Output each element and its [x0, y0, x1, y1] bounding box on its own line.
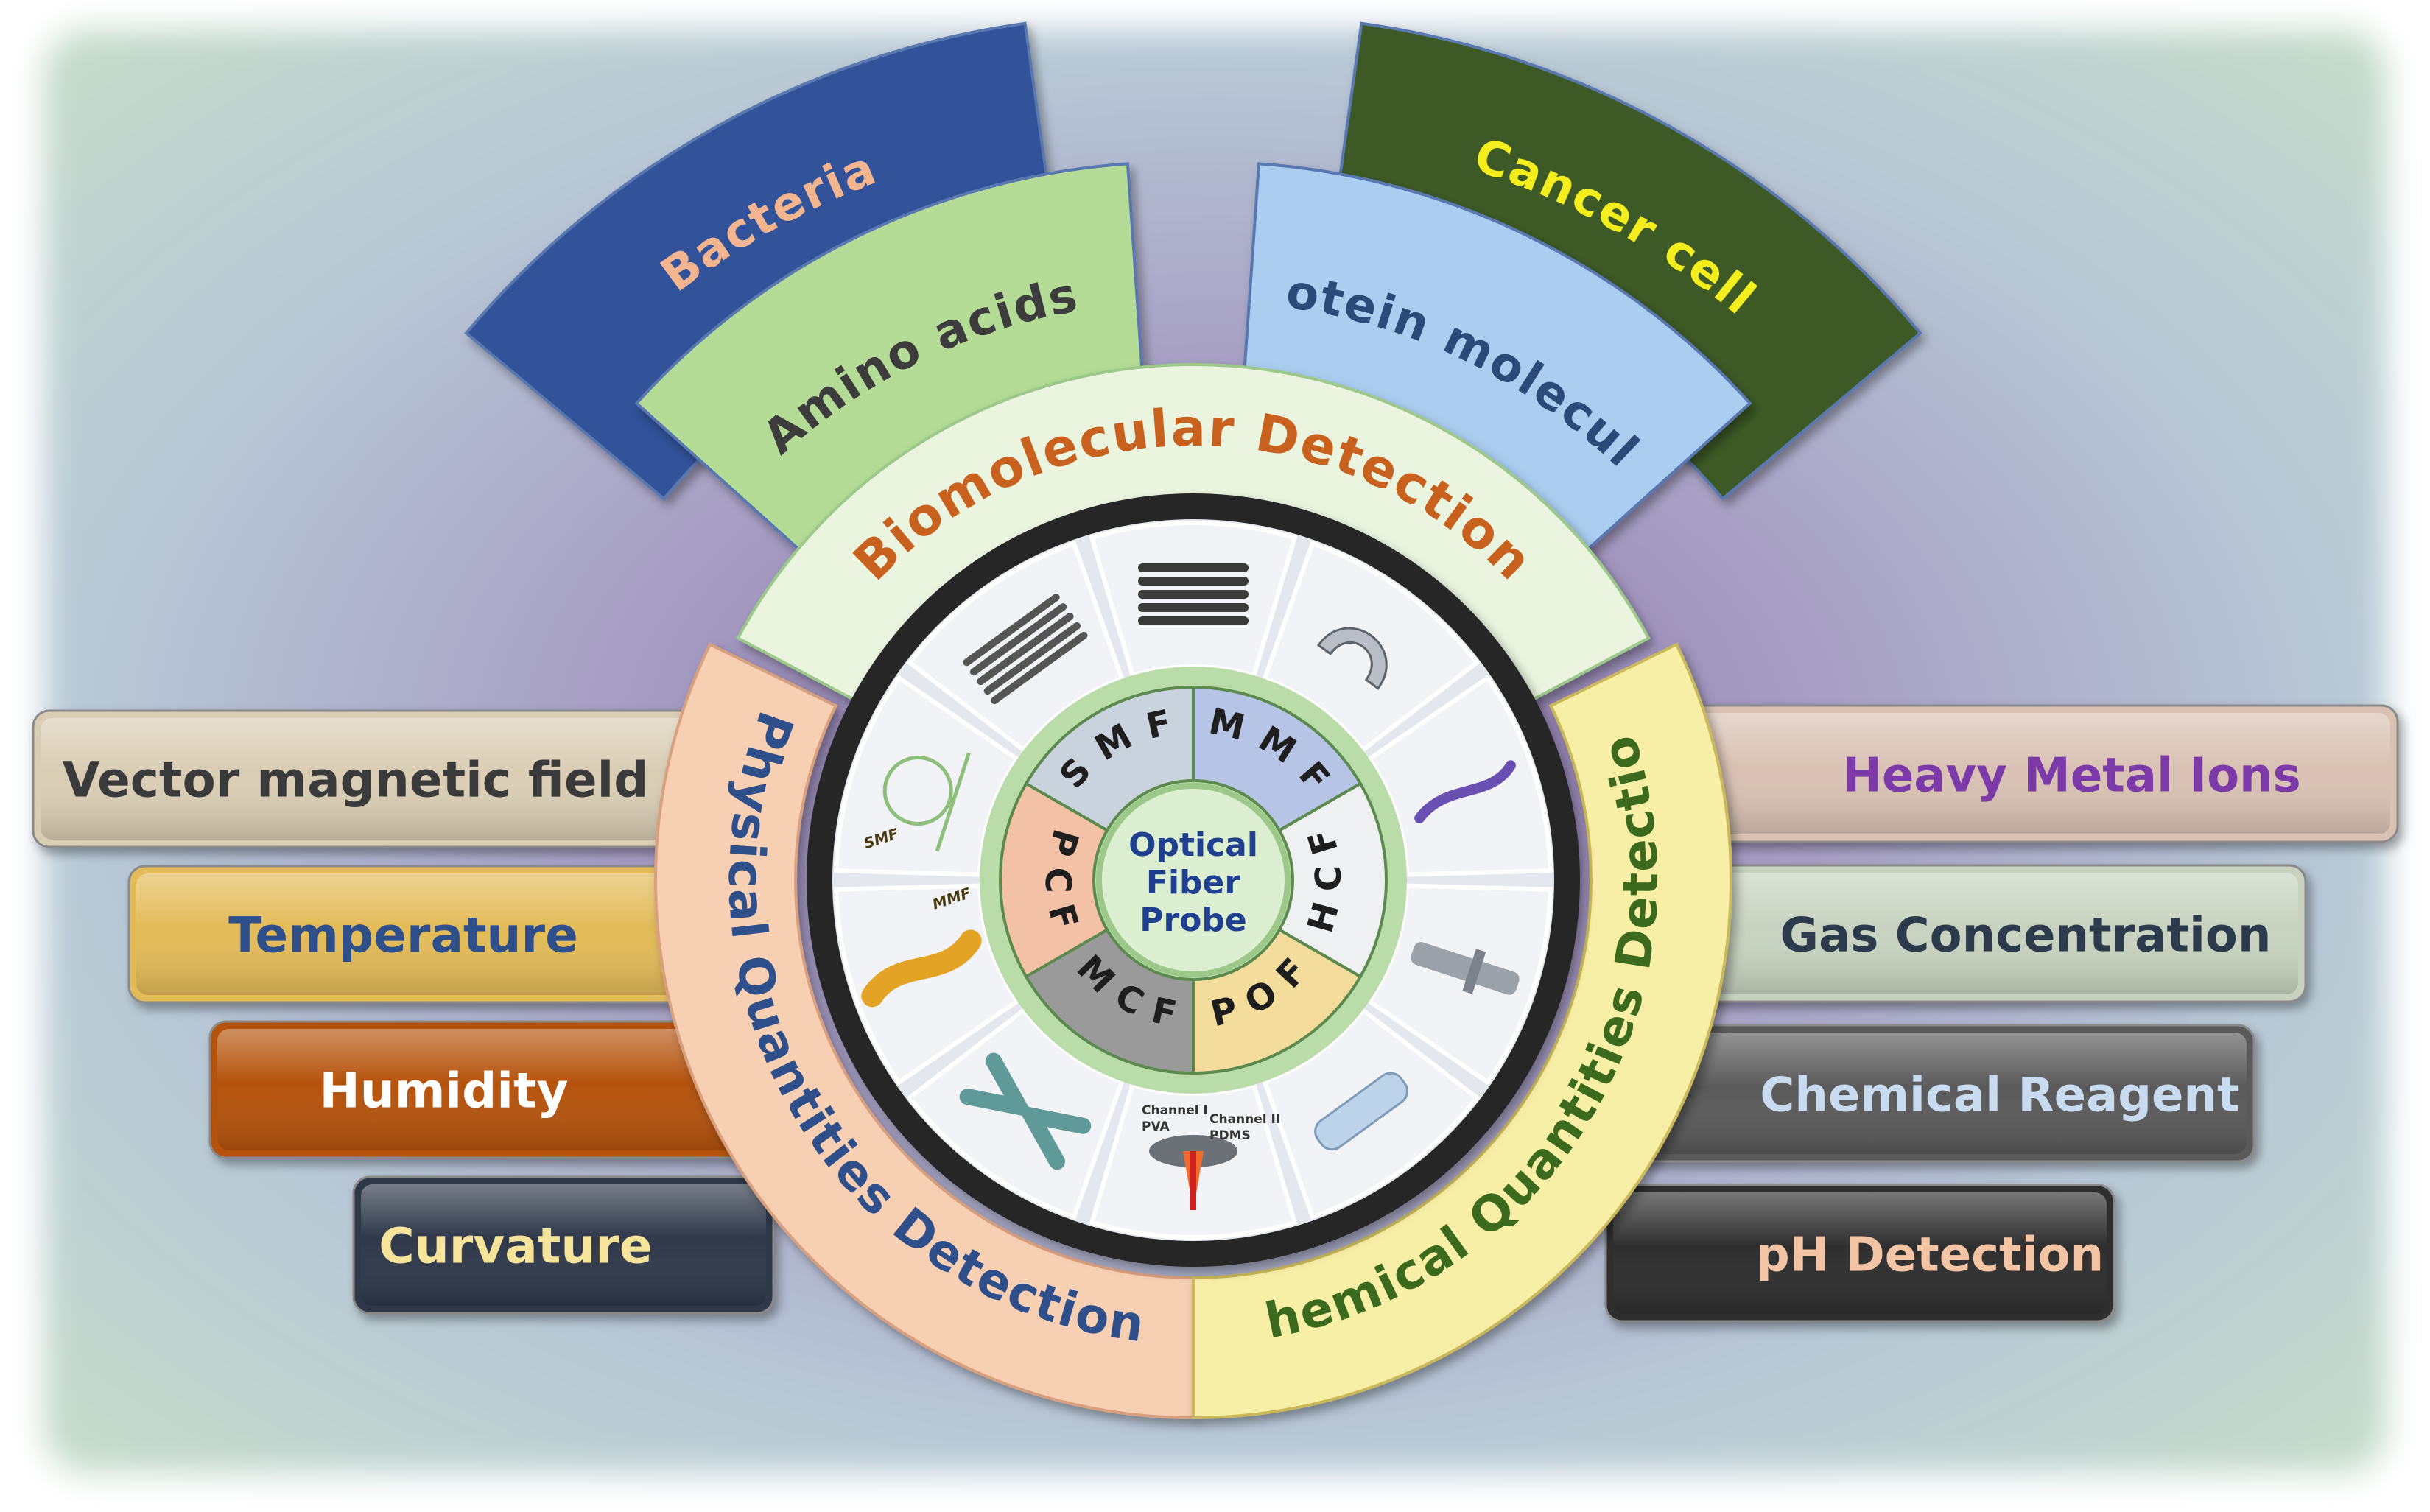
side-target-bars	[32, 704, 2399, 1323]
physical-bar-shine-vector-magnetic-field	[41, 718, 766, 840]
center-title-line-1: Optical	[1128, 826, 1258, 864]
physical-bar-shine-curvature	[361, 1184, 766, 1306]
probe-tile-sketch-10	[963, 594, 1088, 705]
center-circle	[1096, 783, 1291, 977]
chemical-quantities-band	[1192, 642, 1732, 1420]
probe-tile-bottom-label-4: PDMS	[1209, 1128, 1251, 1143]
probe-tile-sketch-1	[1138, 563, 1249, 625]
probe-tile-bottom-label-3: Channel II	[1209, 1112, 1280, 1127]
probe-tile-sketch-4	[1411, 942, 1520, 995]
probe-tile-sketch-9	[882, 752, 971, 852]
probe-tile-sketch-6	[1149, 1135, 1237, 1210]
chemical-bar-shine-heavy-metal-ions	[1613, 713, 2390, 834]
probe-tile-sketch-5	[1314, 1072, 1408, 1151]
chemical-bar-label-ph-detection: pH Detection	[1756, 1228, 2104, 1283]
chemical-bar-label-gas-concentration: Gas Concentration	[1780, 909, 2272, 963]
center-title-line-2: Fiber	[1146, 864, 1240, 901]
probe-tile-sketch-8	[861, 929, 982, 1008]
probe-tile-bottom-label-1: Channel I	[1142, 1103, 1208, 1118]
center-title-line-3: Probe	[1139, 901, 1247, 939]
physical-bar-label-humidity: Humidity	[319, 1063, 568, 1119]
chemical-bar-label-heavy-metal-ions: Heavy Metal Ions	[1842, 749, 2300, 804]
chemical-bar-shine-chemical-reagent	[1613, 1033, 2247, 1154]
chemical-bar-shine-gas-concentration	[1613, 873, 2298, 994]
fiber-type-sector-pof	[1192, 927, 1363, 1075]
center-hub: Optical Fiber Probe	[1096, 783, 1291, 977]
probe-tile-sketch-3	[1414, 760, 1516, 823]
fiber-type-sector-mmf	[1192, 685, 1363, 833]
physical-quantities-band	[654, 642, 1195, 1420]
probe-tile-sketch-2	[1316, 627, 1388, 690]
probe-tile-bottom-label-2: PVA	[1142, 1119, 1170, 1134]
chemical-bar-shine-ph-detection	[1613, 1192, 2107, 1314]
physical-bar-shine-temperature	[136, 873, 766, 995]
bio-target-sectors	[464, 21, 1922, 588]
chemical-bar-label-chemical-reagent: Chemical Reagent	[1760, 1069, 2239, 1123]
fiber-type-label-pcf: P C F	[1037, 825, 1086, 936]
physical-bar-label-temperature: Temperature	[228, 907, 578, 964]
fiber-type-sector-smf	[1024, 685, 1195, 833]
probe-tile-sketch-7	[959, 1052, 1092, 1170]
category-rings	[654, 363, 1732, 1420]
fiber-type-sector-pcf	[999, 781, 1109, 979]
fiber-type-sector-hcf	[1277, 781, 1388, 979]
physical-bar-label-curvature: Curvature	[379, 1218, 652, 1275]
fiber-type-sector-mcf	[1024, 927, 1195, 1075]
physical-bar-shine-humidity	[217, 1029, 766, 1150]
physical-bar-label-vector-magnetic-field: Vector magnetic field	[63, 752, 649, 809]
